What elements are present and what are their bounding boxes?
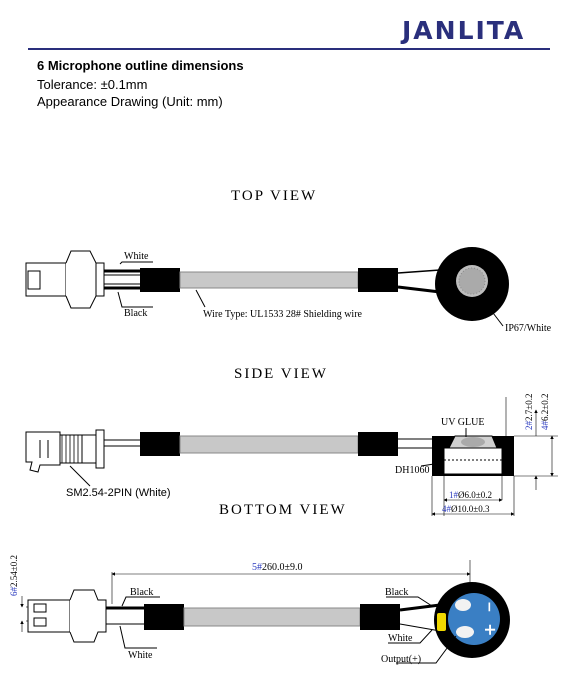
top-wires	[104, 269, 140, 290]
top-label-white: White	[124, 251, 149, 262]
side-heatshrink-left	[140, 432, 180, 456]
pad-minus	[455, 599, 471, 611]
dim-2-7: 2#2.7±0.2	[524, 394, 534, 430]
brand-logo: JANLITA	[402, 16, 526, 45]
bottom-heatshrink-right	[360, 604, 400, 630]
dim-6-2: 4#6.2±0.2	[540, 394, 550, 430]
side-wires	[104, 439, 140, 447]
dim-2-54: 6#2.54±0.2	[9, 555, 19, 596]
header-rule	[28, 48, 550, 50]
bottom-label-white-right: White	[388, 633, 413, 644]
top-label-ip67: IP67/White	[505, 323, 552, 334]
side-wires-right	[398, 438, 432, 449]
svg-text:4#6.2±0.2: 4#6.2±0.2	[540, 394, 550, 430]
top-connector	[25, 250, 105, 309]
side-label-connector: SM2.54-2PIN (White)	[66, 487, 171, 499]
bottom-connector	[27, 589, 107, 643]
bottom-cable-jacket	[183, 607, 361, 627]
bottom-label-black-left: Black	[130, 587, 153, 598]
side-microphone	[432, 435, 514, 476]
side-heatshrink-right	[358, 432, 398, 456]
svg-text:2#2.7±0.2: 2#2.7±0.2	[524, 394, 534, 430]
bottom-label-black-right: Black	[385, 587, 408, 598]
tolerance-text: Tolerance: ±0.1mm	[37, 77, 148, 92]
top-view-drawing: White Black Wire Type: UL1533 28# Shield…	[25, 247, 552, 334]
unit-text: Appearance Drawing (Unit: mm)	[37, 94, 223, 109]
top-label-wire-type: Wire Type: UL1533 28# Shielding wire	[203, 309, 363, 320]
side-label-uv-glue: UV GLUE	[441, 417, 484, 428]
yellow-tape	[437, 613, 446, 631]
bottom-label-output: Output(+)	[381, 654, 421, 665]
top-wires-right	[397, 269, 441, 294]
side-connector	[25, 429, 105, 473]
section-title: 6 Microphone outline dimensions	[37, 58, 244, 73]
svg-text:6#2.54±0.2: 6#2.54±0.2	[9, 555, 19, 596]
top-heatshrink-left	[140, 268, 180, 292]
top-label-black: Black	[124, 308, 147, 319]
dim-d6: 1#Ø6.0±0.2	[449, 490, 492, 500]
top-cable-jacket	[179, 271, 359, 289]
bottom-wires	[106, 606, 144, 625]
top-view-title: TOP VIEW	[231, 188, 318, 204]
top-microphone	[435, 247, 509, 321]
side-view-drawing: UV GLUE DH1060 SM2.54-2PIN (White) 2#2.7…	[25, 394, 558, 516]
dim-d10: 4#Ø10.0±0.3	[442, 504, 490, 514]
bottom-view-title: BOTTOM VIEW	[219, 502, 347, 518]
pad-plus	[456, 626, 474, 638]
side-view-title: SIDE VIEW	[234, 366, 328, 382]
bottom-microphone: − +	[434, 582, 510, 658]
side-label-dh1060: DH1060	[395, 465, 429, 476]
bottom-label-white-left: White	[128, 650, 153, 661]
bottom-heatshrink-left	[144, 604, 184, 630]
pad-minus-sign: −	[481, 601, 497, 613]
top-heatshrink-right	[358, 268, 398, 292]
dim-260: 5#260.0±9.0	[252, 562, 303, 573]
pad-plus-sign: +	[481, 623, 500, 636]
side-cable-jacket	[179, 435, 359, 454]
bottom-view-drawing: 5#260.0±9.0 6#2.54±0.2	[9, 555, 510, 665]
